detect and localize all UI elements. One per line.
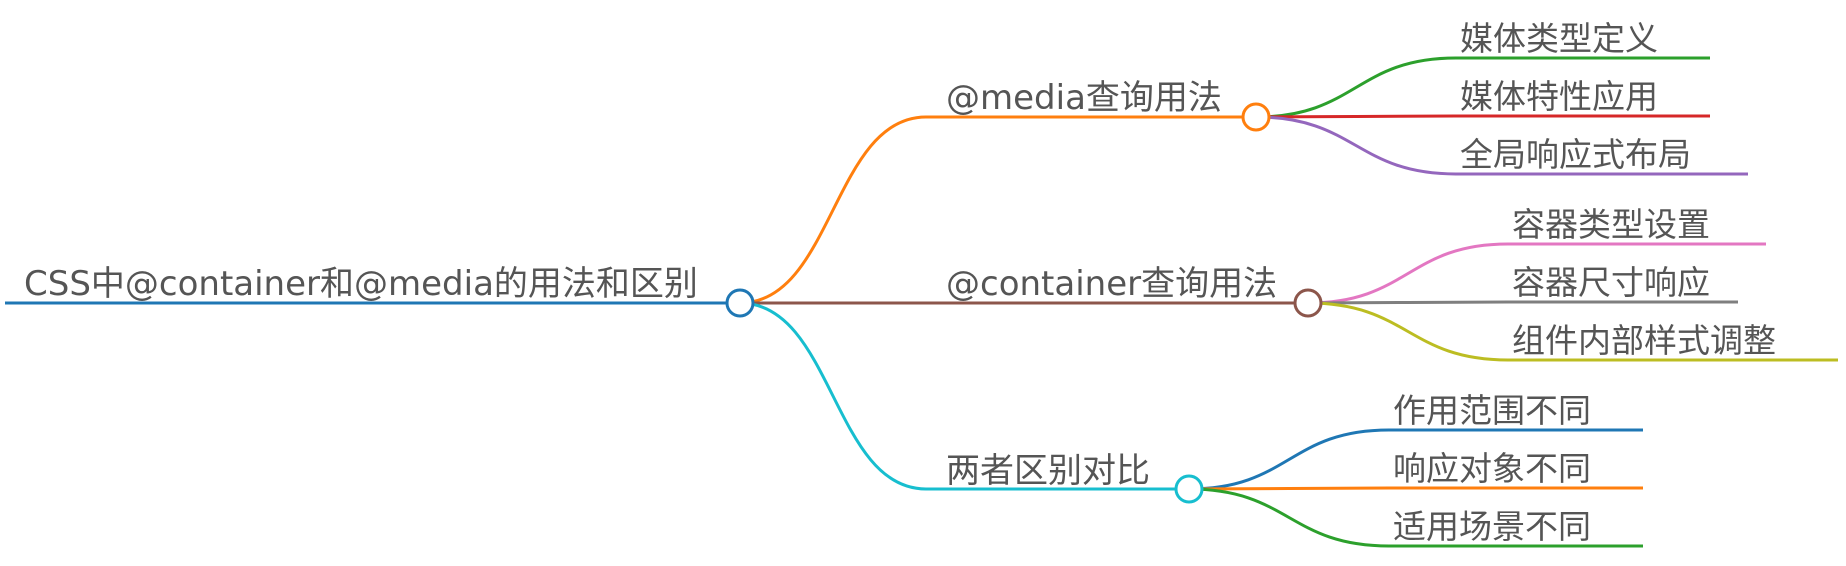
branch-label-container: @container查询用法: [946, 264, 1277, 304]
leaf-link-component-style: [1307, 301, 1838, 362]
leaf-link-global-responsive: [1255, 115, 1748, 176]
mindmap-links: [5, 56, 1838, 548]
leaf-label-target: 响应对象不同: [1393, 449, 1591, 488]
leaf-link-container-type: [1307, 242, 1766, 305]
branch-node-circle-media[interactable]: [1241, 102, 1271, 132]
leaf-link-media-feature: [1255, 114, 1710, 119]
leaf-link-scope: [1188, 428, 1643, 491]
leaf-link-media-type: [1255, 56, 1710, 119]
branch-label-media: @media查询用法: [946, 78, 1222, 118]
mindmap-nodes: [725, 102, 1323, 504]
branch-label-compare: 两者区别对比: [946, 451, 1150, 491]
mindmap-labels: CSS中@container和@media的用法和区别 @media查询用法 @…: [24, 19, 1776, 546]
branch-node-circle-compare[interactable]: [1174, 474, 1204, 504]
branch-node-circle-container[interactable]: [1293, 288, 1323, 318]
branch-link-media: [739, 115, 1256, 305]
leaf-label-media-feature: 媒体特性应用: [1460, 77, 1658, 116]
leaf-label-scenario: 适用场景不同: [1393, 507, 1591, 546]
leaf-label-container-size: 容器尺寸响应: [1512, 263, 1710, 302]
leaf-label-media-type: 媒体类型定义: [1460, 19, 1658, 58]
leaf-link-scenario: [1188, 487, 1643, 548]
leaf-label-container-type: 容器类型设置: [1512, 205, 1710, 244]
root-label: CSS中@container和@media的用法和区别: [24, 264, 698, 304]
leaf-label-global-responsive: 全局响应式布局: [1460, 135, 1691, 174]
leaf-label-scope: 作用范围不同: [1393, 391, 1591, 430]
leaf-link-target: [1188, 486, 1643, 491]
root-node-circle[interactable]: [725, 288, 755, 318]
leaf-label-component-style: 组件内部样式调整: [1512, 321, 1776, 360]
leaf-link-container-size: [1307, 300, 1738, 305]
branch-link-compare: [739, 301, 1189, 491]
